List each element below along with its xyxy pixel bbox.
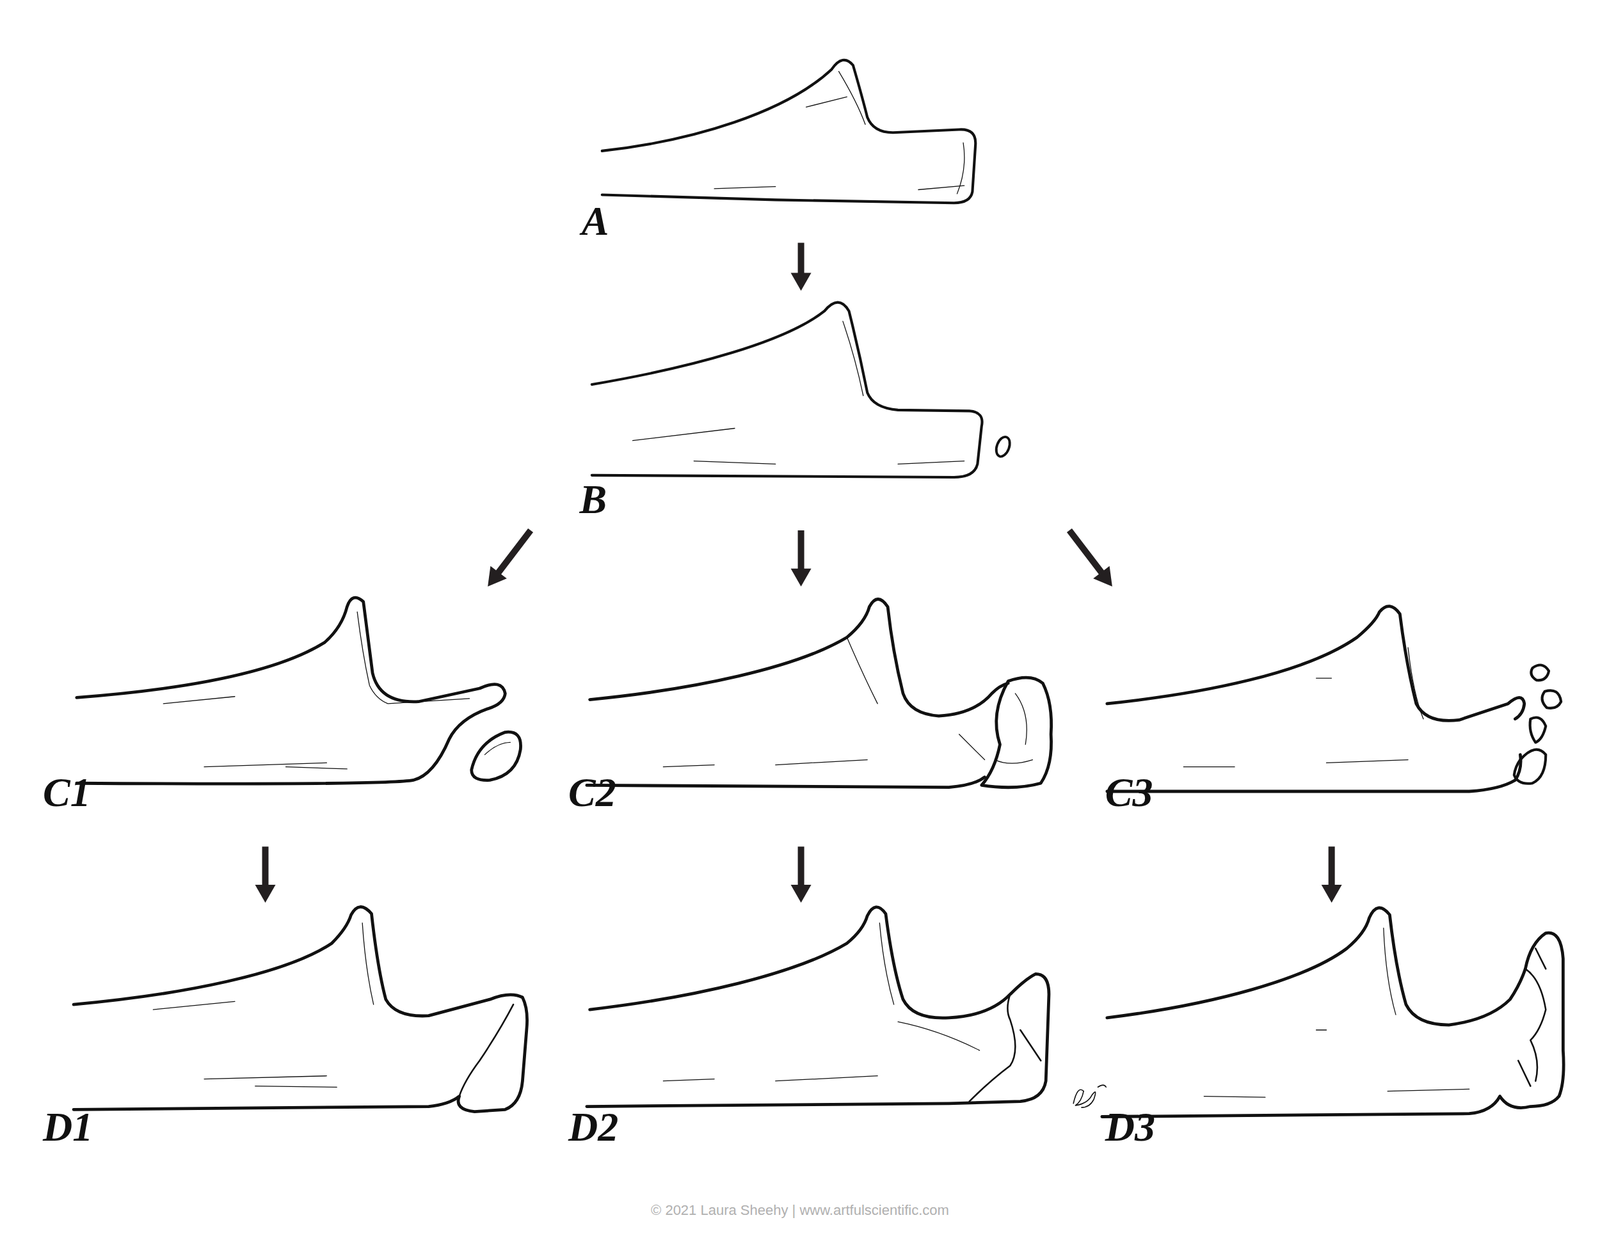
stage-label: D3 [1105, 1107, 1156, 1149]
stage-panel: C3 [1096, 586, 1577, 848]
mandible-drawing [1102, 908, 1564, 1117]
signature-mark [1073, 1085, 1106, 1108]
arrow-shaft [798, 242, 805, 274]
stage-panel: C2 [566, 586, 1067, 848]
progression-arrow [1069, 530, 1113, 587]
arrow-shaft [262, 846, 269, 887]
stage-panel: D2 [566, 903, 1067, 1149]
arrow-head [487, 566, 507, 587]
stage-label: B [579, 479, 608, 521]
progression-arrow [791, 846, 812, 904]
arrow-shaft [1069, 530, 1103, 574]
mandible-drawing [586, 907, 1049, 1108]
progression-arrow [1321, 846, 1343, 904]
stage-label: C2 [568, 772, 617, 814]
arrow-shaft [798, 530, 805, 571]
arrow-head [1093, 566, 1113, 587]
arrow-head [791, 272, 812, 291]
arrow-head [791, 885, 812, 904]
mandible-drawing [73, 907, 528, 1113]
mandible-drawing [76, 597, 521, 784]
stage-label: D2 [568, 1107, 619, 1149]
arrow-shaft [1328, 846, 1336, 887]
progression-arrow [487, 530, 531, 587]
mandible-drawing [1107, 606, 1561, 792]
stage-panel: D1 [35, 903, 536, 1149]
arrow-shaft [798, 846, 805, 887]
arrow-head [255, 885, 276, 904]
stage-label: C3 [1105, 772, 1154, 814]
arrow-head [1321, 885, 1343, 904]
watermark-text: © 2021 Laura Sheehy | www.artfulscientif… [650, 1203, 950, 1218]
watermark-row: © 2021 Laura Sheehy | www.artfulscientif… [0, 1203, 1600, 1218]
stage-panel: D3 [1086, 903, 1577, 1149]
mandible-drawing [592, 302, 1013, 478]
mandible-drawing [586, 599, 1052, 788]
stage-panel: C1 [35, 586, 536, 848]
stage-panel: A [571, 46, 991, 244]
stage-panel: B [515, 290, 1087, 531]
arrow-head [791, 568, 812, 587]
progression-arrow [255, 846, 276, 904]
stage-label: D1 [42, 1107, 93, 1149]
progression-arrow [791, 530, 812, 587]
mandible-drawing [602, 60, 976, 203]
stage-label: A [581, 200, 610, 242]
progression-arrow [791, 242, 812, 291]
stage-label: C1 [42, 772, 91, 814]
arrow-shaft [497, 530, 531, 574]
